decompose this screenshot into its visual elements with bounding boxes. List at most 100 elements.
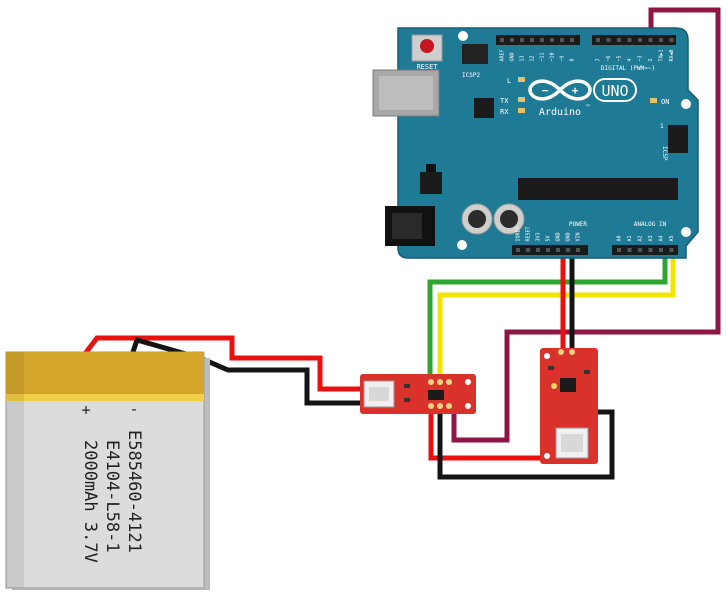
analog-pin-socket (659, 248, 663, 252)
wire-yellow-scl (437, 248, 676, 382)
digital-header-left (496, 35, 580, 45)
analog-pin-socket (638, 248, 642, 252)
mount-hole (458, 31, 468, 41)
battery-minus: - (129, 400, 138, 418)
atmega-chip (518, 178, 678, 200)
lipo-charger-breakout (540, 348, 598, 464)
reset-label: RESET (416, 63, 438, 71)
led-l-label: L (507, 77, 511, 85)
power-pin-socket (566, 248, 570, 252)
led-l (518, 77, 525, 82)
analog-pin-label: A4 (659, 235, 665, 241)
analog-pin-socket (669, 248, 674, 252)
capacitor-top (500, 210, 518, 228)
top-pin-label: ~6 (606, 55, 612, 61)
power-pin-socket (526, 248, 530, 252)
battery-top-band (6, 352, 204, 394)
charger-component (584, 370, 590, 374)
digital-label: DIGITAL (PWM=~) (601, 65, 655, 72)
battery-label: E585460-4121 E4104-L58-1 2000mAh 3.7V (80, 430, 144, 563)
fuel-gauge-pad (437, 403, 443, 409)
battery-left-edge (6, 352, 24, 588)
power-pin-socket (536, 248, 540, 252)
fuel-gauge-mount-hole (465, 379, 471, 385)
wire-battery-black (129, 336, 368, 406)
analog-pin-label: A3 (648, 235, 654, 241)
jst-slot (369, 387, 389, 401)
power-pin-label: RESET (526, 226, 532, 241)
arduino-logo: − + UNO Arduino ™ (528, 78, 637, 118)
wire-battery-red (82, 335, 368, 392)
top-pin-label: ~9 (560, 55, 566, 61)
battery-top-band-highlight (6, 394, 204, 401)
brand-text: Arduino (539, 107, 581, 118)
wire-black-charge (437, 409, 615, 480)
charger-mount-hole (544, 353, 550, 359)
analog-pin-label: A0 (617, 235, 623, 241)
top-pin-socket (550, 38, 554, 42)
top-pin-socket (606, 38, 611, 42)
capacitor-top (468, 210, 486, 228)
top-pin-socket (617, 38, 621, 42)
regulator-tab (426, 164, 436, 174)
mount-hole (681, 227, 691, 237)
analog-pin-label: A1 (627, 235, 633, 241)
fuel-gauge-breakout (360, 374, 476, 414)
top-pin-label: ~3 (638, 55, 644, 61)
top-pin-socket (596, 38, 600, 42)
led-tx (518, 97, 525, 102)
fuel-gauge-pad (428, 403, 434, 409)
power-pin-socket (516, 248, 520, 252)
infinity-logo (528, 79, 592, 101)
top-pin-socket (669, 38, 674, 42)
top-pin-socket (627, 38, 632, 42)
icsp2-header (462, 44, 488, 64)
mount-hole (457, 240, 467, 250)
charger-pad (558, 349, 564, 355)
top-pin-label: GND (510, 52, 516, 61)
top-pin-socket (659, 38, 663, 42)
power-pin-label: IOREF (516, 226, 522, 241)
fuel-gauge-mount-hole (465, 403, 471, 409)
uno-text: UNO (601, 82, 628, 100)
icsp-label: ICSP (661, 146, 668, 161)
power-pin-label: VIN (576, 232, 582, 241)
digital-header-right (592, 35, 676, 45)
charger-mount-hole (544, 453, 550, 459)
usb-connector-inner (379, 76, 433, 110)
reset-button-cap[interactable] (420, 39, 434, 53)
top-pin-socket (530, 38, 534, 42)
analog-pin-label: A5 (669, 235, 675, 241)
top-pin-label: TX▶1 (659, 49, 665, 61)
tm-mark: ™ (586, 104, 590, 111)
analog-pin-socket (617, 248, 621, 252)
top-pin-label: ~5 (617, 55, 623, 61)
usb-chip (474, 98, 494, 118)
battery-plus: + (81, 401, 90, 419)
battery-line-1: E585460-4121 (124, 430, 144, 553)
battery-line-3: 2000mAh 3.7V (80, 440, 100, 563)
top-pin-label: 8 (570, 58, 576, 61)
analog-pin-socket (627, 248, 632, 252)
power-label: POWER (569, 221, 587, 228)
uno-badge (593, 78, 637, 102)
power-pin-label: 5V (546, 235, 552, 241)
top-pin-socket (500, 38, 504, 42)
top-pin-socket (560, 38, 564, 42)
lipo-battery: + - E585460-4121 E4104-L58-1 2000mAh 3.7… (5, 351, 210, 590)
wires (82, 7, 721, 480)
top-pin-label: 4 (627, 58, 633, 61)
top-pin-label: 12 (530, 55, 536, 61)
top-pin-socket (540, 38, 544, 42)
icsp2-label: ICSP2 (462, 72, 480, 79)
power-pin-socket (576, 248, 580, 252)
fuel-gauge-pad (446, 379, 452, 385)
top-pin-label: AREF (500, 49, 506, 61)
logo-plus: + (572, 84, 579, 97)
charger-jst-slot (561, 434, 583, 452)
analog-pin-socket (648, 248, 653, 252)
fuel-gauge-resistor (404, 384, 410, 388)
top-pin-label: ~11 (540, 52, 546, 61)
